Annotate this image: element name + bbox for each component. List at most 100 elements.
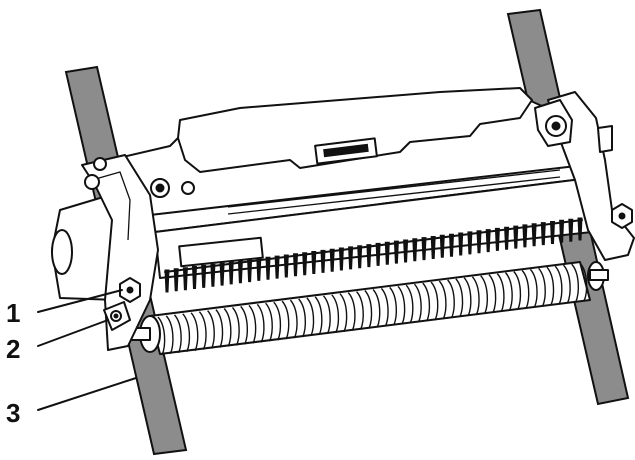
comb-tooth — [302, 252, 308, 276]
roller-spiral-turn — [405, 284, 414, 324]
comb-bar — [164, 219, 583, 273]
reel-frame — [109, 87, 593, 279]
comb-tooth — [421, 237, 427, 261]
roller-spiral-turn — [504, 272, 513, 311]
right-side-plate — [534, 91, 635, 261]
comb-tooth — [430, 236, 436, 259]
comb-tooth — [338, 247, 344, 271]
comb-tooth — [467, 231, 473, 255]
roller-spiral-turn — [496, 273, 505, 312]
roller-spiral-turn — [157, 316, 166, 356]
roller-spiral-turn — [273, 301, 282, 341]
comb-tooth — [228, 261, 234, 285]
callout-3-leader — [37, 377, 137, 411]
comb-tooth — [320, 249, 326, 273]
comb-tooth — [384, 241, 390, 265]
roller-spiral-turn — [380, 287, 389, 327]
roller-spiral-turn — [339, 293, 348, 332]
roller-spiral-turn — [314, 296, 323, 336]
roller-spiral-turn — [322, 295, 331, 335]
adjuster-nut — [119, 277, 141, 303]
comb-tooth — [577, 217, 583, 241]
comb-tooth — [476, 230, 482, 254]
comb-tooth — [237, 260, 243, 284]
comb-tooth — [549, 221, 556, 244]
roller-spiral-turn — [513, 271, 522, 310]
callout-3-label: 3 — [6, 398, 20, 428]
roller-spiral-turn — [265, 302, 273, 342]
roller-spiral-turn — [256, 303, 265, 343]
comb-tooth — [531, 223, 537, 247]
roller-spiral-turn — [438, 280, 447, 320]
roller-spiral-turn — [248, 304, 257, 344]
roller-spiral-turn — [538, 267, 546, 307]
comb-tooth — [448, 233, 455, 257]
roller-spiral-turn — [289, 299, 298, 339]
roller-spiral-turn — [165, 315, 174, 355]
comb-tooth — [219, 262, 225, 286]
roller-spiral-turn — [231, 307, 240, 346]
roller-spiral-turn — [356, 291, 364, 330]
comb-tooth — [393, 240, 399, 264]
roller-spiral-turn — [331, 294, 340, 334]
comb-tooth — [375, 242, 381, 266]
roller-spiral-turn — [364, 290, 373, 329]
roller-spiral-turn — [182, 313, 191, 353]
comb-tooth — [329, 248, 335, 272]
roller-spiral-turn — [480, 275, 489, 314]
comb-tooth — [247, 259, 253, 283]
roller-spiral-turn — [471, 276, 480, 316]
lock-bracket — [103, 301, 131, 331]
roller-spiral-turn — [207, 310, 215, 349]
comb-tooth — [274, 255, 280, 279]
roller-spiral-turn — [463, 277, 472, 317]
comb-tooth — [522, 224, 528, 248]
comb-tooth — [265, 256, 271, 280]
roller-spiral-turn — [306, 297, 315, 337]
roller-spiral-turn — [389, 286, 398, 326]
comb-tooth — [439, 234, 445, 258]
comb-tooth — [292, 253, 299, 277]
roller-spiral-turn — [198, 311, 207, 350]
comb-tooth — [513, 225, 519, 249]
comb-tooth — [311, 251, 317, 274]
roller-spiral-turn — [397, 285, 406, 325]
roller-spiral-turn — [173, 314, 182, 354]
comb-tooth — [366, 244, 372, 268]
roller-spiral-turn — [223, 308, 232, 347]
comb-tooth — [494, 227, 500, 251]
roller-spiral-turn — [240, 305, 249, 345]
comb-tooth — [191, 266, 198, 289]
roller-spiral-turn — [413, 283, 422, 323]
roller-spiral-turn — [455, 278, 464, 318]
roller-spiral-turn — [529, 268, 538, 308]
roller-spiral-turn — [571, 263, 580, 303]
comb-tooth — [164, 269, 170, 293]
comb-tooth — [173, 268, 179, 292]
comb-tooth — [210, 263, 216, 287]
comb-tooth — [485, 229, 491, 253]
comb-tooth — [348, 246, 354, 270]
comb-tooth — [201, 264, 207, 288]
roller-spiral-turn — [372, 289, 381, 328]
comb-tooth — [504, 226, 510, 250]
comb-tooth — [283, 254, 289, 278]
roller-spiral-turn — [430, 281, 439, 321]
roller-spiral-turn — [347, 292, 356, 331]
callout-1-leader — [37, 289, 123, 313]
comb-tooth — [540, 222, 546, 246]
roller-spiral-turn — [562, 264, 571, 304]
roller-spiral-turn — [546, 266, 555, 306]
comb-teeth — [164, 217, 583, 293]
roller-spiral-turn — [447, 279, 455, 319]
roller-spiral-turn — [215, 309, 224, 348]
comb-tooth — [357, 245, 363, 269]
roller-spiral-turn — [190, 312, 199, 352]
comb-tooth — [458, 232, 464, 256]
roller-spiral-turn — [298, 298, 307, 338]
comb-tooth — [559, 219, 565, 243]
callout-2-label: 2 — [6, 334, 20, 364]
callout-2-leader — [37, 319, 109, 347]
